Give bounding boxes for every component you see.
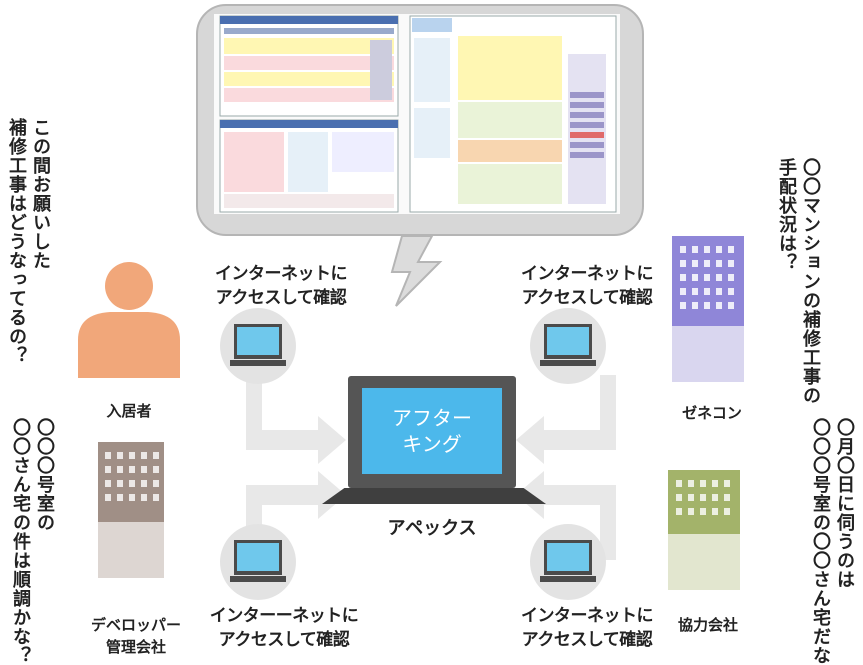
app-screenshot bbox=[214, 14, 620, 214]
laptop-bottom-left bbox=[220, 524, 296, 600]
center-label: アペックス bbox=[387, 518, 477, 539]
partner-speech: 〇月〇日に伺うのは〇〇〇号室の〇〇さん宅だな bbox=[810, 418, 855, 665]
main-computer-keyboard bbox=[322, 488, 546, 504]
main-computer-screen: アフター キング bbox=[362, 388, 502, 474]
caption-bottom-right: インターネットにアクセスして確認 bbox=[521, 606, 654, 650]
laptop-bottom-right bbox=[530, 524, 606, 600]
product-name-line2: キング bbox=[402, 432, 462, 456]
laptop-top-left bbox=[220, 308, 296, 384]
general-contractor-label: ゼネコン bbox=[682, 404, 742, 422]
general-contractor-speech: 〇〇マンションの補修工事の手配状況は？ bbox=[776, 158, 821, 405]
lightning-icon bbox=[390, 235, 443, 307]
caption-bottom-left: インターーネットにアクセスして確認 bbox=[209, 606, 359, 650]
laptop-top-right bbox=[530, 308, 606, 384]
general-contractor-building-icon bbox=[672, 236, 744, 382]
resident-speech: この間お願いした補修工事はどうなってるの？ bbox=[6, 118, 51, 365]
product-name-line1: アフター bbox=[392, 406, 472, 430]
laptop-icon bbox=[234, 540, 282, 575]
laptop-icon bbox=[544, 324, 592, 359]
developer-speech: 〇〇〇号室の〇〇さん宅の件は順調かな？ bbox=[10, 418, 55, 665]
partner-building-icon bbox=[668, 470, 740, 590]
developer-label: デベロッパー管理会社 bbox=[90, 616, 181, 656]
resident-label: 入居者 bbox=[106, 402, 152, 420]
laptop-icon bbox=[544, 540, 592, 575]
resident-person-icon bbox=[78, 262, 180, 378]
developer-building-icon bbox=[98, 442, 164, 578]
caption-top-left: インターネットにアクセスして確認 bbox=[215, 264, 348, 308]
app-screenshot-thumbnails bbox=[219, 15, 617, 213]
caption-top-right: インターネットにアクセスして確認 bbox=[521, 264, 654, 308]
partner-label: 協力会社 bbox=[677, 616, 738, 634]
laptop-icon bbox=[234, 324, 282, 359]
